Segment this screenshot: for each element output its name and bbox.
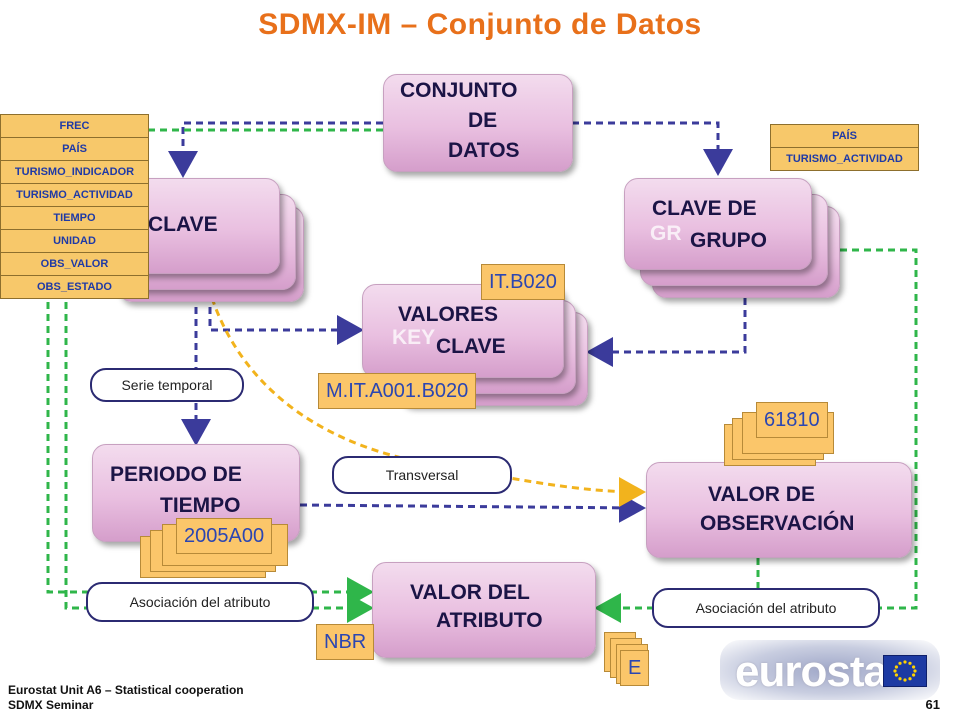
serie-temporal-label: Serie temporal <box>90 368 244 402</box>
arrow-group-to-valores <box>586 298 747 367</box>
eurostat-logo: eurostat <box>735 647 902 696</box>
time-value: 2005A00 <box>176 518 273 554</box>
attr-node <box>372 562 596 658</box>
arrow-dataset-to-group <box>572 121 733 176</box>
group-list-item: TURISMO_ACTIVIDAD <box>786 153 903 165</box>
key-list-item: TURISMO_INDICADOR <box>1 161 148 184</box>
obs-node <box>646 462 912 558</box>
dataset-label-3: DATOS <box>448 139 520 162</box>
key-dimension-list: FREC PAÍS TURISMO_INDICADOR TURISMO_ACTI… <box>0 114 149 299</box>
key-list-item: PAÍS <box>1 138 148 161</box>
key-list-item: TIEMPO <box>1 207 148 230</box>
arrow-obs-down <box>702 558 760 592</box>
group-dimension-list: PAÍS TURISMO_ACTIVIDAD <box>770 124 919 171</box>
page-number: 61 <box>925 697 940 712</box>
transversal-label: Transversal <box>332 456 512 494</box>
key-list-item: OBS_ESTADO <box>37 281 112 293</box>
clave-label: CLAVE <box>148 213 218 236</box>
group-list-item: PAÍS <box>771 125 918 148</box>
group-label-2: GRUPO <box>690 229 768 252</box>
eu-flag-icon <box>883 655 927 687</box>
group-key-value: IT.B020 <box>481 264 565 300</box>
key-list-item: FREC <box>1 115 148 138</box>
attr-label-2: ATRIBUTO <box>436 609 543 632</box>
dataset-node <box>383 74 573 172</box>
key-list-item: UNIDAD <box>1 230 148 253</box>
arrow-keylist-left-outer <box>46 290 374 607</box>
page-title: SDMX-IM – Conjunto de Datos <box>258 8 702 41</box>
attr-value: NBR <box>316 624 375 660</box>
obs-value: 61810 <box>756 402 828 438</box>
valores-ghost-label: KEY <box>392 326 436 349</box>
periodo-label-2: TIEMPO <box>160 494 241 517</box>
footer-line-2: SDMX Seminar <box>8 698 94 712</box>
attr-label-1: VALOR DEL <box>410 581 530 604</box>
arrow-clave-to-valores <box>208 295 364 345</box>
dataset-label-2: DE <box>468 109 498 132</box>
group-ghost-label: GR <box>650 222 682 245</box>
series-key-value: M.IT.A001.B020 <box>318 373 477 409</box>
dataset-label-1: CONJUNTO <box>400 79 518 102</box>
periodo-label-1: PERIODO DE <box>110 463 242 486</box>
valores-label-2: CLAVE <box>436 335 506 358</box>
footer-line-1: Eurostat Unit A6 – Statistical cooperati… <box>8 683 244 697</box>
obs-label-2: OBSERVACIÓN <box>700 512 855 535</box>
group-label-1: CLAVE DE <box>652 197 757 220</box>
group-node <box>624 178 812 270</box>
key-list-item: OBS_VALOR <box>1 253 148 276</box>
attr-association-right-label: Asociación del atributo <box>652 588 880 628</box>
attr-association-left-label: Asociación del atributo <box>86 582 314 622</box>
key-list-item: TURISMO_ACTIVIDAD <box>1 184 148 207</box>
arrow-periodo-to-obs <box>299 492 646 523</box>
obs-label-1: VALOR DE <box>708 483 815 506</box>
obs-status-value: E <box>620 650 650 686</box>
arrow-dataset-to-clave <box>168 121 383 178</box>
valores-label-1: VALORES <box>398 303 498 326</box>
